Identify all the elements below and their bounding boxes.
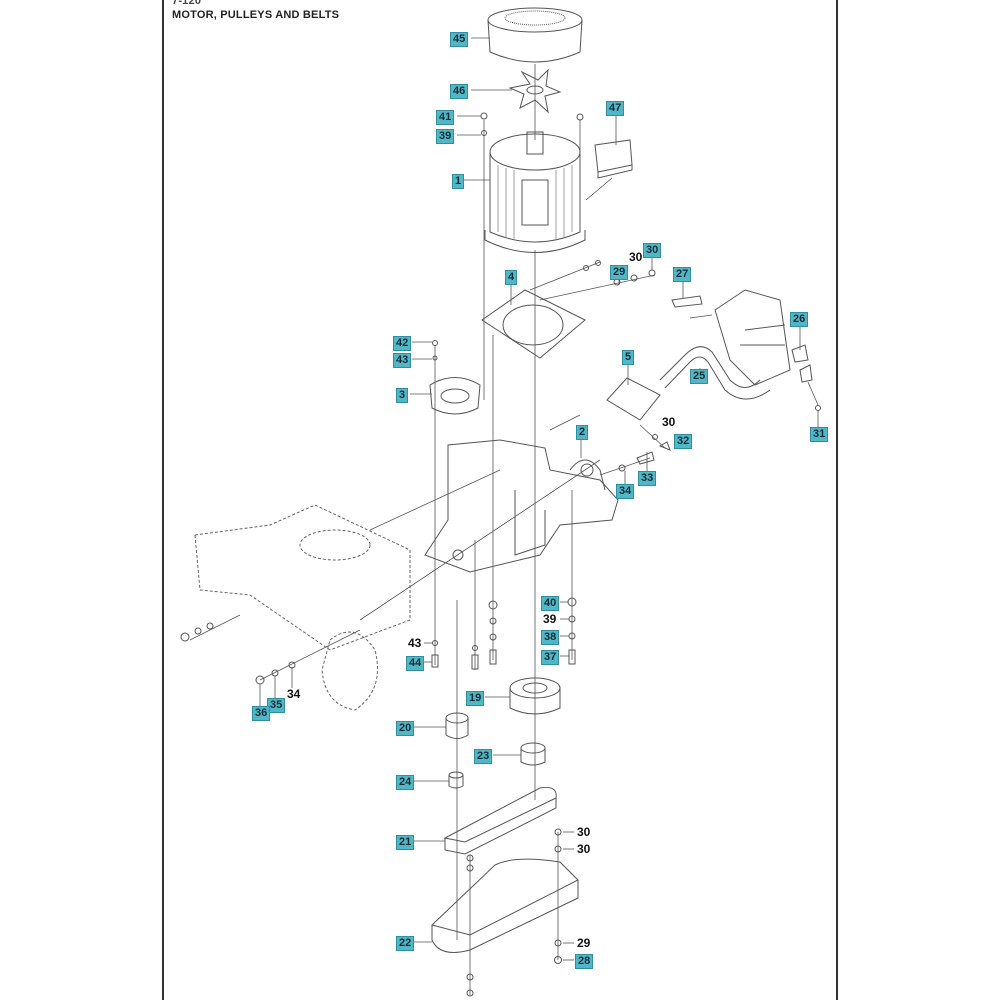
small-belt-part [443,787,557,855]
callout-30-belt-a[interactable]: 30 [577,825,591,839]
callout-24[interactable]: 24 [396,775,415,790]
callout-37[interactable]: 37 [541,650,560,665]
bushing-part [520,742,546,766]
motor-pulley-part [509,677,561,715]
callout-34[interactable]: 34 [616,484,635,499]
callout-38[interactable]: 38 [541,630,560,645]
callout-31[interactable]: 31 [810,427,829,442]
handle-part [659,346,771,400]
callout-28[interactable]: 28 [575,954,594,969]
tensioner-block-part [606,377,661,421]
leader-lines [259,37,819,961]
callout-3[interactable]: 3 [396,388,409,403]
flange-part [429,377,481,415]
callout-39-lower[interactable]: 39 [543,612,557,626]
callout-23[interactable]: 23 [474,749,493,764]
callout-46[interactable]: 46 [450,84,469,99]
callout-43-lower[interactable]: 43 [408,636,422,650]
callout-5[interactable]: 5 [622,350,635,365]
motor-bracket-part [424,439,619,573]
callout-36[interactable]: 36 [252,706,271,721]
fan-cover-part [487,7,583,63]
page-header: 7-120 MOTOR, PULLEYS AND BELTS [172,0,339,22]
callout-30-boxed[interactable]: 30 [643,243,662,258]
callout-30-belt-b[interactable]: 30 [577,842,591,856]
callout-35[interactable]: 35 [267,698,286,713]
callout-22[interactable]: 22 [396,936,415,951]
terminal-box-part [594,139,633,179]
callout-29-lower[interactable]: 29 [577,936,591,950]
callout-30-mid[interactable]: 30 [662,415,676,429]
section-code: 7-120 [172,0,202,7]
callout-32[interactable]: 32 [674,434,693,449]
callout-40[interactable]: 40 [541,596,560,611]
large-belt-part [431,858,579,953]
callout-30-top[interactable]: 30 [629,250,643,264]
callout-43[interactable]: 43 [393,353,412,368]
callout-29[interactable]: 29 [610,265,629,280]
callout-1[interactable]: 1 [452,174,465,189]
callout-34-left[interactable]: 34 [287,687,301,701]
callout-39[interactable]: 39 [436,129,455,144]
callout-2[interactable]: 2 [576,425,589,440]
callout-20[interactable]: 20 [396,721,415,736]
callout-19[interactable]: 19 [466,691,485,706]
callout-45[interactable]: 45 [450,32,469,47]
callout-4[interactable]: 4 [505,270,518,285]
callout-47[interactable]: 47 [606,101,625,116]
callout-42[interactable]: 42 [393,336,412,351]
adapter-plate-part [481,289,586,359]
page-frame [162,0,838,1000]
callout-33[interactable]: 33 [638,471,657,486]
callout-44[interactable]: 44 [406,656,425,671]
callout-26[interactable]: 26 [790,312,809,327]
guard-part [714,289,791,386]
callout-21[interactable]: 21 [396,835,415,850]
spacer-part [448,771,464,789]
callout-41[interactable]: 41 [436,110,455,125]
section-title: MOTOR, PULLEYS AND BELTS [172,9,340,21]
fan-part [508,68,562,114]
callout-25[interactable]: 25 [690,369,709,384]
callout-27[interactable]: 27 [673,267,692,282]
motor-part [484,131,586,253]
gearbox-housing-part [194,504,411,711]
